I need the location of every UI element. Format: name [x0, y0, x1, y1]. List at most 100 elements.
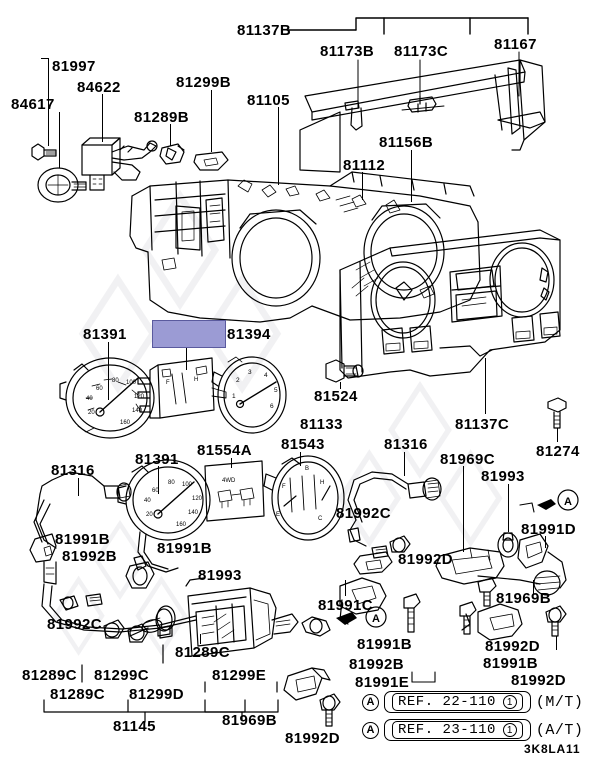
- part-number-label-81289c[interactable]: 81289C: [50, 686, 105, 703]
- part-number-label-81991b[interactable]: 81991B: [357, 636, 412, 653]
- part-number-label-81274[interactable]: 81274: [536, 443, 580, 460]
- reference-marker-circle: A: [362, 721, 379, 739]
- part-number-label-81997[interactable]: 81997: [52, 58, 96, 75]
- leader-81991D: [545, 536, 546, 548]
- part-number-label-84617[interactable]: 84617: [11, 96, 55, 113]
- part-number-label-81299b[interactable]: 81299B: [176, 74, 231, 91]
- part-number-label-81991b[interactable]: 81991B: [483, 655, 538, 672]
- svg-text:60: 60: [96, 386, 103, 392]
- transmission-type: (A/T): [535, 721, 584, 739]
- svg-text:A: A: [372, 613, 380, 625]
- part-number-label-81992c[interactable]: 81992C: [336, 505, 391, 522]
- leader-81997: [48, 58, 49, 146]
- highlighted-part-label[interactable]: [152, 320, 226, 348]
- svg-text:160: 160: [176, 522, 187, 528]
- part-number-label-81524[interactable]: 81524: [314, 388, 358, 405]
- part-number-label-81299e[interactable]: 81299E: [212, 667, 267, 684]
- part-number-label-81394[interactable]: 81394: [227, 326, 271, 343]
- leader-81391-a: [108, 342, 109, 400]
- leader-81274: [557, 428, 558, 442]
- svg-text:F: F: [166, 380, 170, 386]
- svg-text:H: H: [320, 480, 324, 486]
- part-number-label-81992d[interactable]: 81992D: [511, 672, 566, 689]
- part-number-label-81173b[interactable]: 81173B: [320, 43, 375, 60]
- part-number-label-81112[interactable]: 81112: [343, 157, 386, 174]
- reference-text: REF. 22-110: [398, 694, 496, 710]
- svg-text:5: 5: [274, 387, 278, 394]
- reference-index-circle: 1: [502, 695, 517, 709]
- reference-row-ref-at[interactable]: A REF. 23-110 1 (A/T): [362, 719, 583, 741]
- leader-81394: [186, 348, 187, 370]
- part-number-label-81105[interactable]: 81105: [247, 92, 290, 109]
- diagram-code: 3K8LA11: [524, 742, 581, 756]
- leader-81105: [278, 107, 279, 185]
- part-number-label-81173c[interactable]: 81173C: [394, 43, 449, 60]
- svg-text:4: 4: [264, 372, 268, 379]
- part-number-label-81156b[interactable]: 81156B: [379, 134, 434, 151]
- reference-inner: REF. 23-110 1: [392, 721, 523, 739]
- svg-text:H: H: [194, 377, 198, 383]
- part-number-label-81993[interactable]: 81993: [481, 468, 525, 485]
- leader-81554A: [231, 458, 232, 468]
- reference-pill[interactable]: REF. 22-110 1: [384, 691, 531, 713]
- svg-text:4WD: 4WD: [222, 478, 236, 484]
- part-number-label-81993[interactable]: 81993: [198, 567, 242, 584]
- svg-text:140: 140: [132, 408, 143, 414]
- part-number-label-81992d[interactable]: 81992D: [285, 730, 340, 747]
- part-number-label-81137c[interactable]: 81137C: [455, 416, 510, 433]
- part-number-label-81554a[interactable]: 81554A: [197, 442, 252, 459]
- part-number-label-81991b[interactable]: 81991B: [157, 540, 212, 557]
- part-number-label-81992b[interactable]: 81992B: [62, 548, 117, 565]
- part-number-label-81991e[interactable]: 81991E: [355, 674, 410, 691]
- part-number-label-81145[interactable]: 81145: [113, 718, 156, 735]
- svg-text:6: 6: [270, 403, 274, 410]
- part-number-label-81992d[interactable]: 81992D: [485, 638, 540, 655]
- reference-pill[interactable]: REF. 23-110 1: [384, 719, 531, 741]
- part-number-label-81289c[interactable]: 81289C: [22, 667, 77, 684]
- part-number-label-81969c[interactable]: 81969C: [440, 451, 495, 468]
- leader-81993-r: [508, 484, 509, 532]
- leader-81997-tick: [41, 58, 49, 59]
- part-number-label-81167[interactable]: 81167: [494, 36, 537, 53]
- part-number-label-81391[interactable]: 81391: [83, 326, 127, 343]
- part-number-label-81969b[interactable]: 81969B: [496, 590, 551, 607]
- svg-text:2: 2: [236, 377, 240, 384]
- part-number-label-81289b[interactable]: 81289B: [134, 109, 189, 126]
- part-number-label-84622[interactable]: 84622: [77, 79, 121, 96]
- svg-text:3: 3: [248, 369, 252, 376]
- leader-81156B: [411, 150, 412, 202]
- part-number-label-81316[interactable]: 81316: [51, 462, 95, 479]
- part-number-label-81133[interactable]: 81133: [300, 416, 343, 433]
- part-number-label-81289c[interactable]: 81289C: [175, 644, 230, 661]
- reference-index-circle: 1: [502, 723, 517, 737]
- part-number-label-81543[interactable]: 81543: [281, 436, 325, 453]
- svg-text:140: 140: [188, 510, 199, 516]
- part-number-label-81137b[interactable]: 81137B: [237, 22, 292, 39]
- leader-81112: [362, 172, 363, 200]
- part-number-label-81992d[interactable]: 81992D: [398, 551, 453, 568]
- leader-81969C: [463, 466, 464, 552]
- leader-81524: [340, 382, 341, 389]
- svg-text:F: F: [282, 484, 286, 490]
- part-number-label-81391[interactable]: 81391: [135, 451, 179, 468]
- part-number-label-81969b[interactable]: 81969B: [222, 712, 277, 729]
- part-number-label-81299d[interactable]: 81299D: [129, 686, 184, 703]
- part-number-label-81991b[interactable]: 81991B: [55, 531, 110, 548]
- svg-text:C: C: [318, 516, 323, 522]
- leader-81543: [300, 452, 301, 466]
- part-number-label-81316[interactable]: 81316: [384, 436, 428, 453]
- reference-text: REF. 23-110: [398, 722, 496, 738]
- leader-81289C-c: [200, 634, 201, 644]
- part-number-label-81299c[interactable]: 81299C: [94, 667, 149, 684]
- svg-text:80: 80: [112, 378, 119, 384]
- part-number-label-81992b[interactable]: 81992B: [349, 656, 404, 673]
- svg-text:40: 40: [144, 498, 151, 504]
- svg-text:B: B: [305, 466, 309, 472]
- part-number-label-81991c[interactable]: 81991C: [318, 597, 373, 614]
- part-number-label-81992c[interactable]: 81992C: [47, 616, 102, 633]
- leader-81299B: [211, 90, 212, 152]
- part-number-label-81991d[interactable]: 81991D: [521, 521, 576, 538]
- leader-81992D-r: [556, 636, 557, 650]
